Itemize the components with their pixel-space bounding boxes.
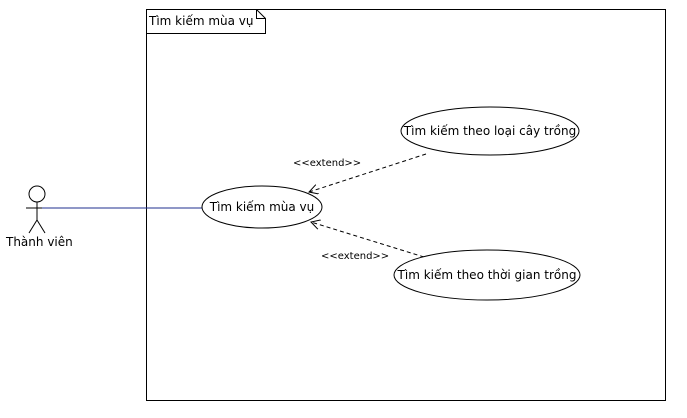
use-case-main-label: Tìm kiếm mùa vụ bbox=[209, 200, 315, 214]
use-case-by-crop-type[interactable]: Tìm kiếm theo loại cây trồng bbox=[400, 106, 580, 156]
actor-head bbox=[28, 185, 46, 203]
use-case-planting-time-label: Tìm kiếm theo thời gian trồng bbox=[397, 268, 577, 282]
extend-label-2: <<extend>> bbox=[321, 251, 389, 262]
extend-relation-1: <<extend>> bbox=[293, 153, 427, 192]
use-case-tim-kiem-mua-vu[interactable]: Tìm kiếm mùa vụ bbox=[201, 185, 323, 229]
actor-thanh-vien[interactable]: Thành viên bbox=[5, 185, 73, 249]
use-case-by-planting-time[interactable]: Tìm kiếm theo thời gian trồng bbox=[393, 249, 581, 301]
extend-relation-2: <<extend>> bbox=[311, 222, 425, 262]
actor-right-leg bbox=[36, 219, 46, 234]
system-title: Tìm kiếm mùa vụ bbox=[148, 14, 254, 28]
actor-left-leg bbox=[28, 219, 38, 234]
system-title-tab bbox=[146, 9, 266, 34]
extend-label-1: <<extend>> bbox=[293, 158, 361, 169]
use-case-crop-type-label: Tìm kiếm theo loại cây trồng bbox=[403, 124, 576, 138]
extend-arrow-2 bbox=[311, 222, 425, 258]
actor-label: Thành viên bbox=[5, 235, 73, 249]
